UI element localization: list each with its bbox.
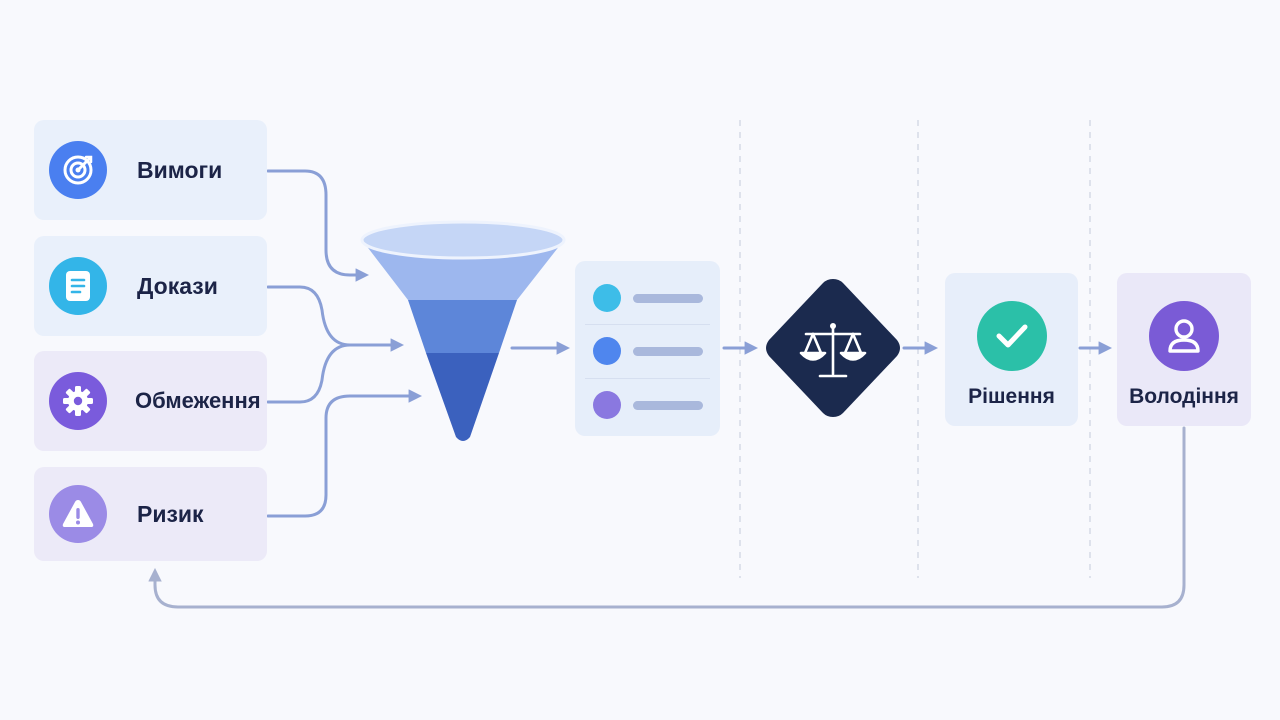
list-dot (593, 391, 621, 419)
connector-risk (266, 389, 423, 518)
divider (585, 324, 710, 325)
list-bar (633, 293, 703, 303)
list-dot (593, 337, 621, 365)
document-icon (49, 257, 107, 315)
check-icon (976, 301, 1047, 371)
list-item (593, 337, 703, 365)
input-label-evidence: Докази (137, 272, 218, 299)
feedback-loop-arrow (148, 426, 1186, 609)
decision-node (766, 279, 900, 417)
connector-constraints (266, 343, 352, 404)
input-label-requirements: Вимоги (137, 156, 223, 183)
output-card-ownership: Володіння (1117, 273, 1251, 426)
connector-evidence (266, 285, 405, 352)
list-item (593, 391, 703, 419)
input-label-constraints: Обмеження (135, 388, 261, 413)
divider (585, 378, 710, 379)
user-icon (1149, 301, 1219, 371)
target-icon (49, 141, 107, 199)
input-card-risk: Ризик (34, 467, 267, 561)
output-card-decision: Рішення (945, 273, 1078, 426)
list-icon (575, 261, 720, 436)
output-label-decision: Рішення (968, 385, 1055, 408)
input-label-risk: Ризик (137, 500, 204, 527)
list-dot (593, 284, 621, 312)
input-card-evidence: Докази (34, 236, 267, 336)
list-bar (633, 346, 703, 356)
input-card-requirements: Вимоги (34, 120, 267, 220)
funnel-level-middle (408, 300, 517, 353)
warning-icon (49, 485, 107, 543)
funnel-icon (360, 220, 566, 441)
scales-icon (799, 323, 867, 378)
list-bar (633, 400, 703, 410)
output-label-ownership: Володіння (1129, 385, 1239, 408)
connector-requirements (266, 169, 370, 282)
funnel-level-bottom (426, 353, 499, 441)
list-item (593, 284, 703, 312)
gear-icon (49, 372, 107, 430)
input-card-constraints: Обмеження (34, 351, 267, 451)
